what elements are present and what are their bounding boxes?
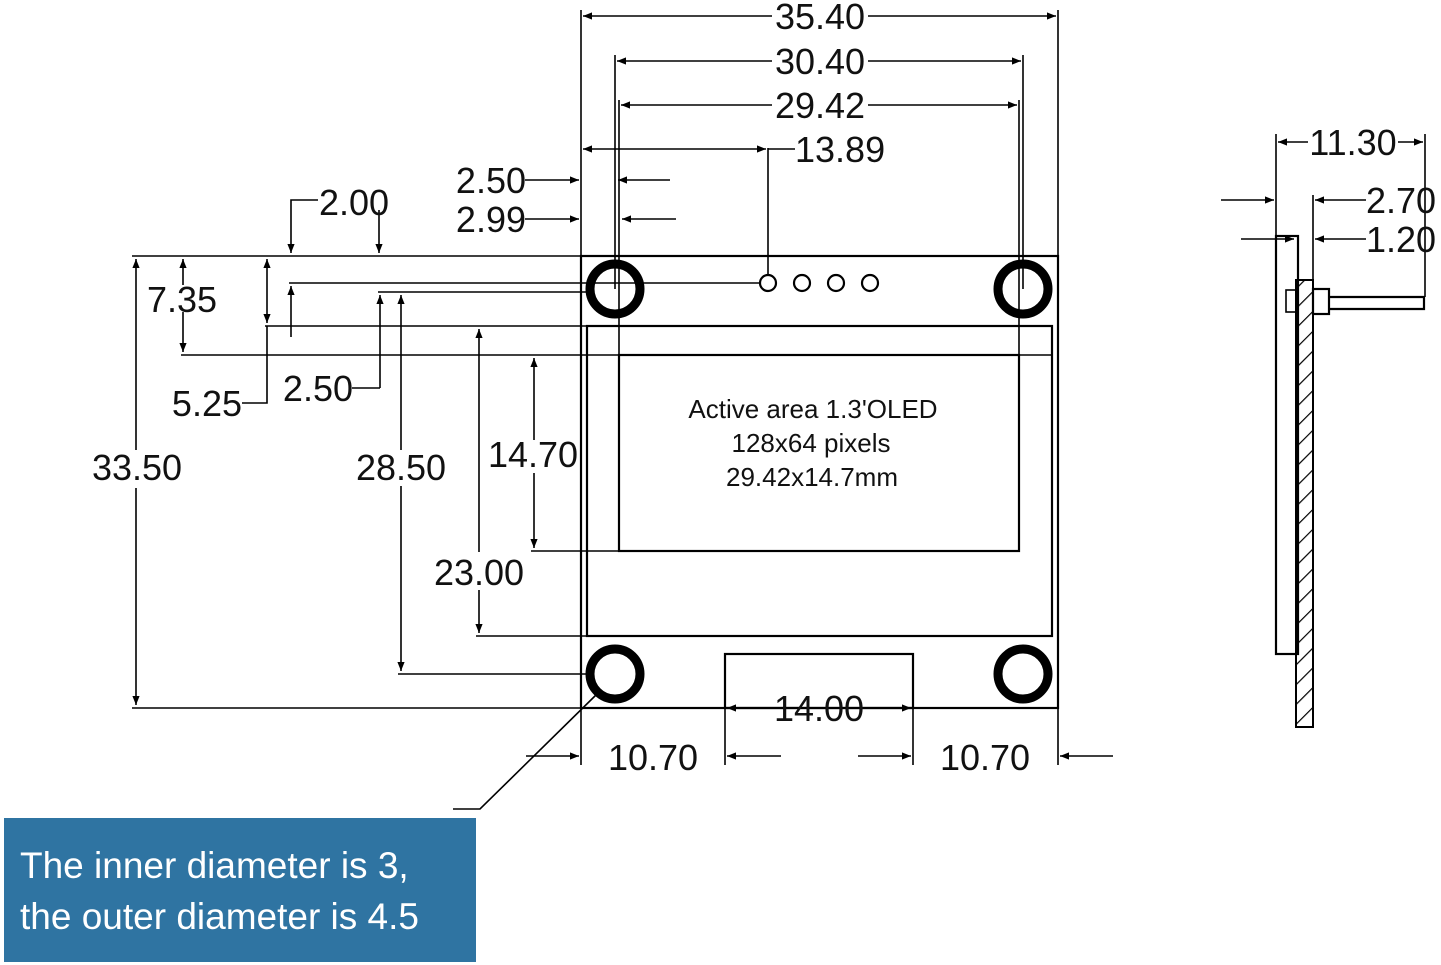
- side-glass-panel: [1274, 234, 1300, 656]
- dim-7-35: 7.35: [147, 279, 217, 320]
- dim-2-50-top: 2.50: [456, 160, 526, 201]
- dim-14-00: 14.00: [774, 688, 864, 729]
- active-area-resolution: 128x64 pixels: [732, 428, 891, 458]
- note-leader-line: [453, 693, 598, 810]
- flex-connector-outline: [723, 652, 915, 710]
- side-header-pin: [1285, 287, 1426, 316]
- dim-35-40: 35.40: [775, 0, 865, 37]
- dim-2-70: 2.70: [1366, 180, 1436, 221]
- side-pcb: [1295, 279, 1314, 728]
- front-view: Active area 1.3'OLED 128x64 pixels 29.42…: [579, 254, 1060, 710]
- dim-28-50: 28.50: [356, 447, 446, 488]
- dim-30-40: 30.40: [775, 41, 865, 82]
- mounting-hole-bottom-right: [993, 644, 1053, 704]
- active-area-outline: [617, 353, 1021, 553]
- dim-14-70: 14.70: [488, 434, 578, 475]
- dim-2-99: 2.99: [456, 199, 526, 240]
- dim-29-42: 29.42: [775, 85, 865, 126]
- note-line-2: the outer diameter is 4.5: [20, 896, 419, 937]
- dim-33-50: 33.50: [92, 447, 182, 488]
- top-dimensions: 35.40 30.40 29.42 13.89 2.50 2.99: [456, 0, 1059, 355]
- glass-panel-outline: [585, 324, 1054, 638]
- note-line-1: The inner diameter is 3,: [20, 845, 409, 886]
- header-pins: [758, 273, 880, 293]
- dim-10-70-right: 10.70: [940, 737, 1030, 778]
- dim-11-30: 11.30: [1309, 122, 1396, 163]
- mounting-hole-bottom-left: [585, 644, 645, 704]
- side-view: 11.30 2.70 1.20: [1221, 122, 1436, 728]
- dim-2-50-left: 2.50: [283, 368, 353, 409]
- left-dimensions: 33.50 7.35 2.00 5.25 2.50 28.50 23.00 14…: [92, 182, 760, 709]
- dim-13-89: 13.89: [795, 129, 885, 170]
- active-area-title: Active area 1.3'OLED: [688, 394, 937, 424]
- dim-23-00: 23.00: [434, 552, 524, 593]
- hole-diameter-note: The inner diameter is 3, the outer diame…: [4, 818, 476, 962]
- dim-10-70-left: 10.70: [608, 737, 698, 778]
- dim-2-00: 2.00: [319, 182, 389, 223]
- bottom-dimensions: 14.00 10.70 10.70: [453, 688, 1113, 810]
- active-area-size: 29.42x14.7mm: [726, 462, 898, 492]
- dim-1-20: 1.20: [1366, 219, 1436, 260]
- dim-5-25: 5.25: [172, 383, 242, 424]
